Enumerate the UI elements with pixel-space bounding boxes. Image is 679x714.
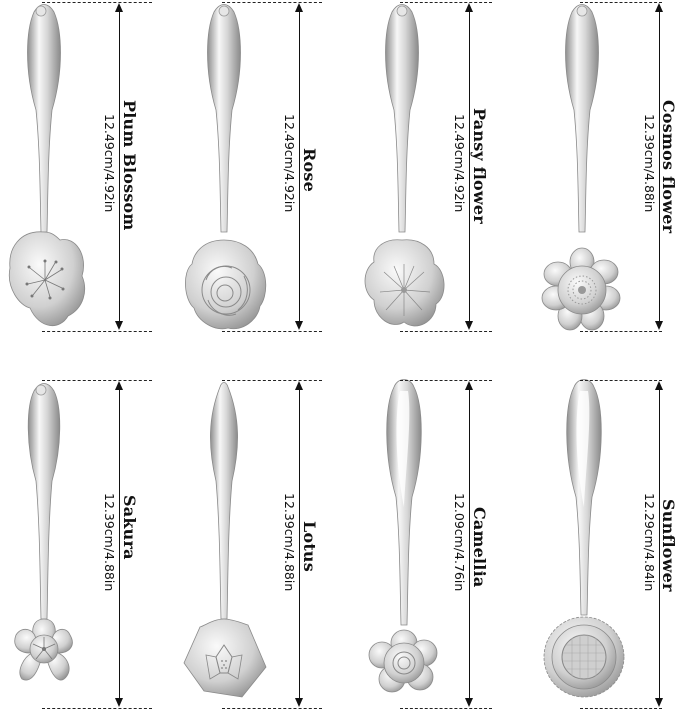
spoon-size: 12.29cm/4.84in	[642, 493, 657, 592]
spoon-name: Plum Blossom	[120, 100, 139, 231]
spoon-rose-illustration	[185, 4, 267, 330]
dimension-line	[659, 384, 660, 704]
dimension-line	[299, 384, 300, 704]
spoon-lotus: Lotus 12.39cm/4.88in	[170, 357, 340, 714]
spoon-sunflower: Sunflower 12.29cm/4.84in	[510, 357, 679, 714]
bottom-guide-line	[42, 331, 152, 332]
top-guide-line	[580, 380, 662, 381]
spoon-sakura: Sakura 12.39cm/4.88in	[0, 357, 170, 714]
dimension-line	[299, 6, 300, 326]
spoon-size: 12.39cm/4.88in	[642, 114, 657, 213]
arrow-up-icon	[655, 381, 663, 390]
dimension-line	[659, 6, 660, 326]
dimension-line	[119, 6, 120, 326]
spoon-name: Camellia	[470, 507, 489, 588]
arrow-up-icon	[115, 381, 123, 390]
arrow-down-icon	[655, 698, 663, 707]
spoon-sunflower-illustration	[543, 379, 625, 698]
spoon-lotus-illustration	[183, 382, 267, 698]
spoon-camellia: Camellia 12.09cm/4.76in	[340, 357, 510, 714]
arrow-up-icon	[295, 381, 303, 390]
spoon-size: 12.49cm/4.92in	[102, 114, 117, 213]
spoon-sakura-illustration	[14, 383, 73, 681]
arrow-down-icon	[115, 698, 123, 707]
dimension-line	[469, 6, 470, 326]
arrow-down-icon	[115, 321, 123, 330]
arrow-down-icon	[465, 698, 473, 707]
arrow-up-icon	[115, 3, 123, 12]
spoon-name: Sunflower	[659, 499, 678, 592]
top-guide-line	[400, 380, 492, 381]
spoon-cosmos: Cosmos flower 12.39cm/4.88in	[510, 0, 679, 357]
spoon-size: 12.49cm/4.92in	[452, 114, 467, 213]
spoon-size: 12.39cm/4.88in	[102, 493, 117, 592]
spoon-name: Lotus	[300, 521, 319, 572]
bottom-guide-line	[400, 708, 492, 709]
arrow-up-icon	[655, 3, 663, 12]
bottom-guide-line	[580, 331, 662, 332]
bottom-guide-line	[580, 708, 662, 709]
spoon-size: 12.09cm/4.76in	[452, 493, 467, 592]
arrow-down-icon	[465, 321, 473, 330]
arrow-down-icon	[295, 698, 303, 707]
spoon-name: Cosmos flower	[659, 100, 678, 234]
top-guide-line	[42, 380, 152, 381]
bottom-guide-line	[400, 331, 492, 332]
arrow-up-icon	[465, 381, 473, 390]
arrow-up-icon	[465, 3, 473, 12]
top-guide-line	[400, 2, 492, 3]
spoon-plum-blossom-illustration	[8, 4, 85, 326]
top-guide-line	[42, 2, 152, 3]
spoon-name: Sakura	[120, 495, 139, 560]
spoon-size: 12.49cm/4.92in	[282, 114, 297, 213]
bottom-guide-line	[222, 331, 322, 332]
arrow-up-icon	[295, 3, 303, 12]
arrow-down-icon	[295, 321, 303, 330]
spoon-camellia-illustration	[368, 379, 438, 693]
spoon-cosmos-illustration	[541, 4, 621, 331]
bottom-guide-line	[42, 708, 152, 709]
top-guide-line	[222, 2, 322, 3]
spoon-size: 12.39cm/4.88in	[282, 493, 297, 592]
spoon-name: Rose	[300, 148, 319, 192]
spoon-plum-blossom: Plum Blossom 12.49cm/4.92in	[0, 0, 170, 357]
arrow-down-icon	[655, 321, 663, 330]
spoon-rose: Rose 12.49cm/4.92in	[170, 0, 340, 357]
spoon-name: Pansy flower	[470, 108, 489, 224]
dimension-line	[119, 384, 120, 704]
top-guide-line	[580, 2, 662, 3]
top-guide-line	[222, 380, 322, 381]
bottom-guide-line	[222, 708, 322, 709]
spoon-pansy-illustration	[364, 4, 445, 327]
spoon-pansy: Pansy flower 12.49cm/4.92in	[340, 0, 510, 357]
dimension-line	[469, 384, 470, 704]
